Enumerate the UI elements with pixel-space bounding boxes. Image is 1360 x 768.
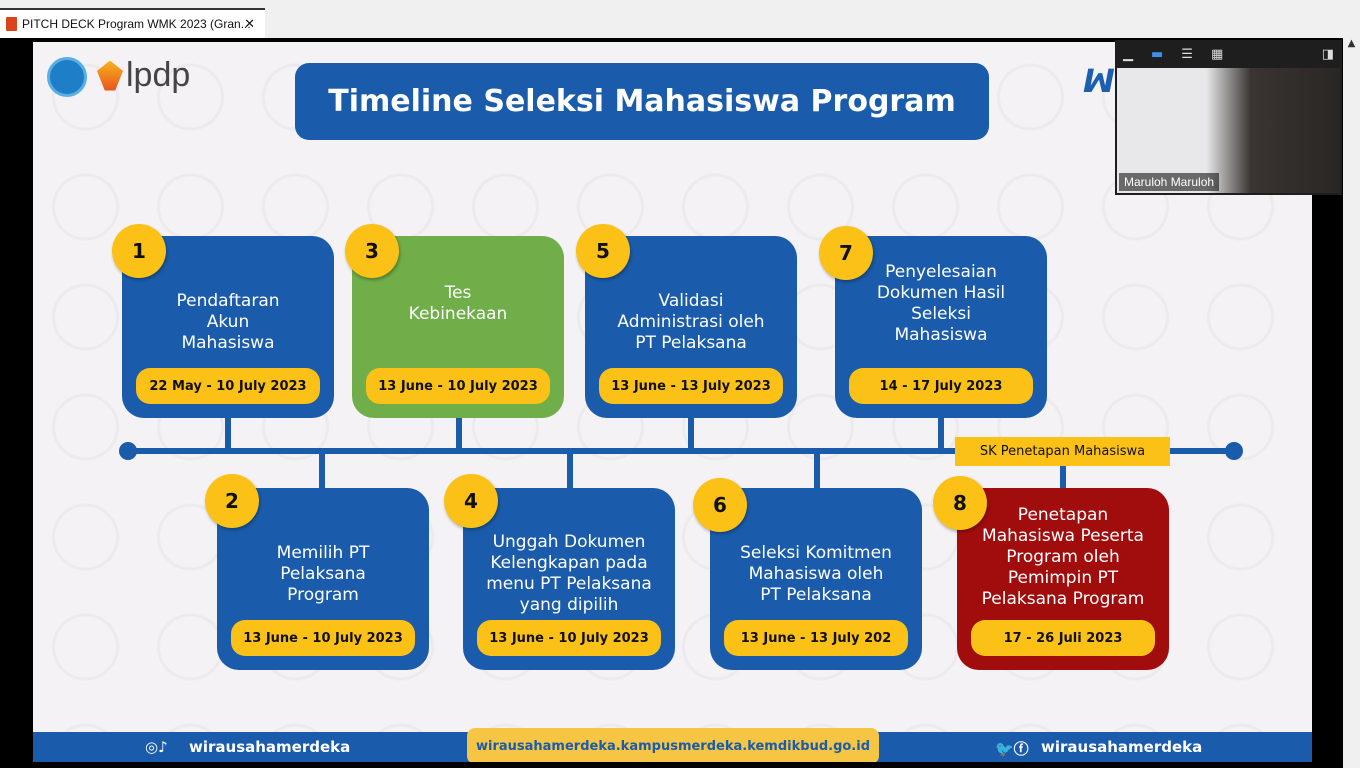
connector	[319, 452, 325, 490]
footer-social-right: wirausahamerdeka	[1041, 738, 1203, 756]
step-text: Pendaftaran Akun Mahasiswa	[176, 290, 280, 353]
connector	[225, 418, 231, 450]
connector	[938, 418, 944, 450]
scroll-up-icon[interactable]: ▲	[1347, 38, 1356, 49]
step-4-number: 4	[444, 474, 498, 528]
tab-title: PITCH DECK Program WMK 2023 (Gran...	[22, 17, 251, 31]
step-text: Tes Kebinekaan	[408, 283, 508, 324]
connector	[814, 452, 820, 490]
lpdp-logo: lpdp	[97, 56, 190, 95]
connector	[1060, 452, 1066, 490]
minimize-icon[interactable]: ▁	[1123, 46, 1133, 62]
step-date: 14 - 17 July 2023	[849, 368, 1033, 404]
slide-title: Timeline Seleksi Mahasiswa Program	[295, 63, 989, 140]
step-4-box: Unggah Dokumen Kelengkapan pada menu PT …	[463, 488, 675, 670]
step-date: 17 - 26 Juli 2023	[971, 620, 1155, 656]
pdf-icon	[6, 17, 17, 31]
tab-bar: PITCH DECK Program WMK 2023 (Gran... ✕	[0, 0, 1360, 38]
step-8-number: 8	[933, 476, 987, 530]
timeline-start-dot	[119, 442, 137, 460]
step-text: Penyelesaian Dokumen Hasil Seleksi Mahas…	[876, 262, 1006, 345]
instagram-tiktok-icon: ◎♪	[145, 738, 168, 756]
vertical-scrollbar[interactable]: ▲	[1343, 38, 1360, 768]
wmk-logo: ꟽ	[1083, 62, 1115, 100]
step-text: Memilih PT Pelaksana Program	[276, 542, 370, 605]
slide-footer: ◎♪ wirausahamerdeka wirausahamerdeka.kam…	[33, 728, 1312, 762]
step-6-number: 6	[693, 478, 747, 532]
connector	[688, 418, 694, 450]
step-date: 13 June - 13 July 202	[724, 620, 908, 656]
lpdp-flame-icon	[97, 60, 123, 91]
pop-out-icon[interactable]: ◨	[1321, 46, 1334, 62]
participant-video: Maruloh Maruloh	[1117, 68, 1340, 193]
slide: lpdp ꟽ Timeline Seleksi Mahasiswa Progra…	[33, 42, 1312, 762]
step-1-number: 1	[112, 224, 166, 278]
step-7-number: 7	[819, 226, 873, 280]
step-date: 13 June - 10 July 2023	[366, 368, 550, 404]
step-8-box: Penetapan Mahasiswa Peserta Program oleh…	[957, 488, 1169, 670]
footer-social-left: wirausahamerdeka	[189, 738, 351, 756]
step-7-box: Penyelesaian Dokumen Hasil Seleksi Mahas…	[835, 236, 1047, 418]
timeline-end-dot	[1225, 442, 1243, 460]
connector	[567, 452, 573, 490]
lpdp-logo-text: lpdp	[126, 56, 191, 94]
step-date: 13 June - 13 July 2023	[599, 368, 783, 404]
stacked-view-icon[interactable]: ☰	[1181, 46, 1193, 62]
participant-name: Maruloh Maruloh	[1119, 173, 1220, 191]
timeline-line	[128, 448, 1234, 454]
video-toolbar: ▁ ▬ ☰ ▦ ◨	[1115, 40, 1342, 68]
step-text: Penetapan Mahasiswa Peserta Program oleh…	[981, 504, 1145, 609]
kemdikbud-logo	[47, 57, 87, 97]
grid-view-icon[interactable]: ▦	[1210, 46, 1224, 62]
sk-penetapan-label: SK Penetapan Mahasiswa	[955, 437, 1170, 466]
twitter-facebook-icon: 🐦ⓕ	[995, 740, 1029, 758]
step-6-box: Seleksi Komitmen Mahasiswa oleh PT Pelak…	[710, 488, 922, 670]
single-view-icon[interactable]: ▬	[1151, 46, 1164, 62]
step-text: Unggah Dokumen Kelengkapan pada menu PT …	[486, 532, 652, 615]
footer-url: wirausahamerdeka.kampusmerdeka.kemdikbud…	[467, 728, 879, 762]
step-date: 13 June - 10 July 2023	[231, 620, 415, 656]
step-text: Seleksi Komitmen Mahasiswa oleh PT Pelak…	[740, 542, 892, 605]
step-3-number: 3	[345, 224, 399, 278]
step-5-number: 5	[576, 224, 630, 278]
video-panel: ▁ ▬ ☰ ▦ ◨ Maruloh Maruloh	[1115, 40, 1342, 195]
step-text: Validasi Administrasi oleh PT Pelaksana	[617, 290, 765, 353]
step-date: 22 May - 10 July 2023	[136, 368, 320, 404]
step-date: 13 June - 10 July 2023	[477, 620, 661, 656]
step-2-number: 2	[205, 474, 259, 528]
document-tab[interactable]: PITCH DECK Program WMK 2023 (Gran... ✕	[0, 8, 265, 38]
close-tab-icon[interactable]: ✕	[244, 16, 255, 31]
connector	[456, 418, 462, 450]
